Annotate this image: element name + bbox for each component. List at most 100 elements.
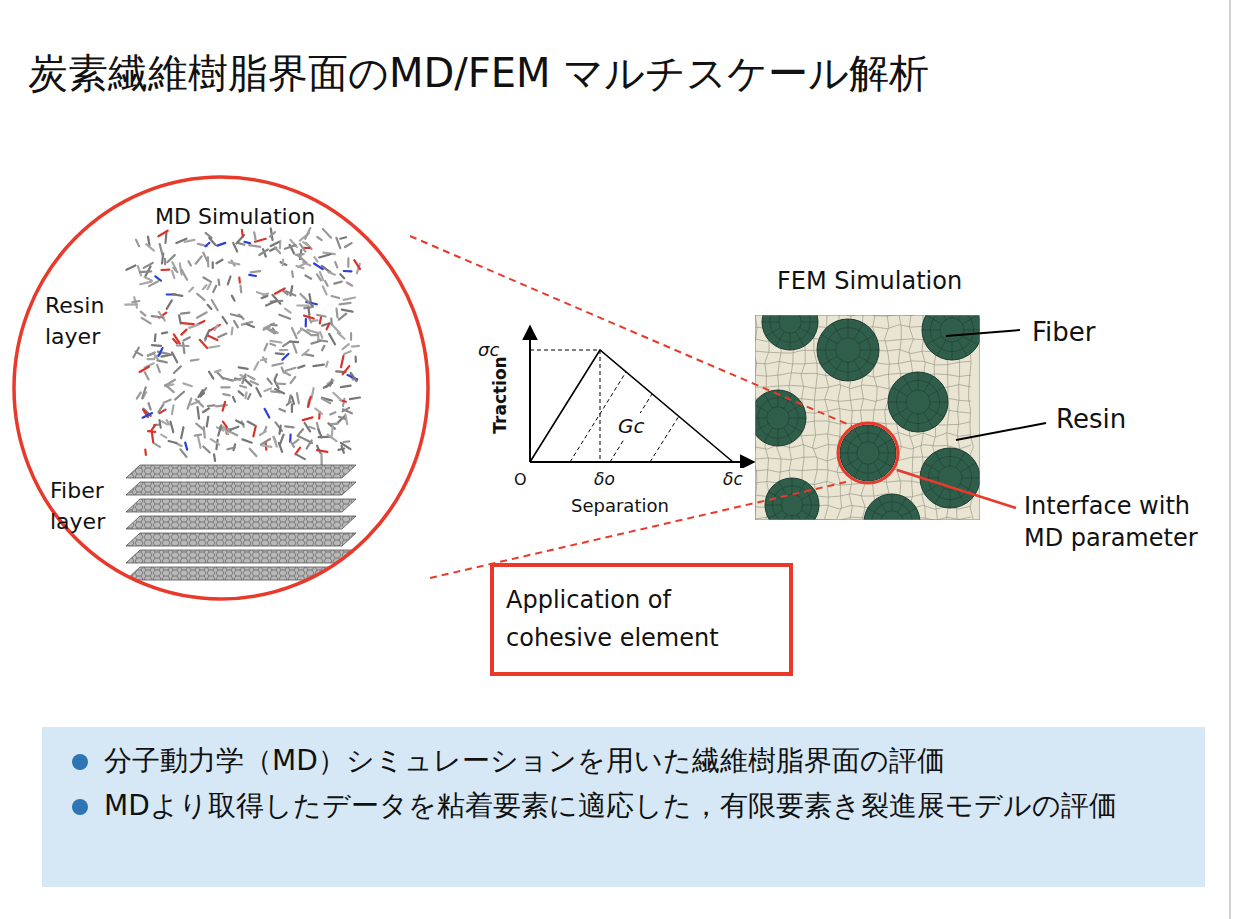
bond [341,386,351,387]
bond [265,388,271,391]
bond [142,318,151,324]
bond [298,255,306,262]
bond [338,333,345,339]
bond [260,431,266,435]
mesh-line [764,428,772,443]
callout-text: Application of cohesive element [506,581,777,658]
mesh-line [854,429,862,444]
mesh-line [764,394,772,409]
bond [228,448,235,450]
bond [291,271,294,277]
mesh-line [879,453,896,454]
bond [242,439,251,442]
bond [182,270,188,280]
mesh-line [803,505,819,506]
bond [160,244,163,255]
bond [216,405,227,406]
bond [311,334,318,336]
bond [148,353,154,355]
bond [292,397,294,404]
fiber-section [755,390,806,446]
mesh-line [878,498,886,513]
bond [198,436,201,448]
bond [125,303,137,305]
mesh-line [792,516,793,520]
mesh-line [926,315,942,324]
bond [143,413,153,418]
bond [317,237,321,240]
bond [216,260,222,264]
bond [297,393,299,403]
bond [275,289,285,294]
bond [162,421,168,424]
bond [188,261,191,265]
bond [196,399,203,406]
bond [328,272,335,275]
label: Separation [569,494,671,518]
bond [303,417,313,420]
bond [165,385,173,392]
mesh-line [937,315,946,320]
mesh-line [779,315,801,333]
fem-mesh [755,315,980,520]
bond [298,329,302,333]
bond [182,323,194,324]
bond [344,351,351,354]
graphene-sheet [126,499,356,512]
mesh-line [767,407,789,429]
mesh-line [940,318,964,342]
bond [271,242,279,246]
node-text: MD Simulation [155,202,315,233]
bond [325,281,328,286]
node-text: FEM Simulation [777,265,962,299]
bond [283,291,287,295]
mesh-line [868,508,883,516]
fiber-section [920,448,980,508]
fiber-section [922,315,980,360]
bond [174,366,181,373]
md-molecules [125,228,360,580]
bond [208,404,215,407]
bond [322,399,330,404]
bond [327,324,330,330]
bond [314,257,317,261]
bond [223,394,230,395]
bond [262,445,271,447]
bond [302,350,308,355]
mesh-line [918,372,919,390]
fiber-section [864,494,920,520]
mesh-line [958,340,967,356]
bond [300,294,308,302]
bond [303,242,308,245]
bond [145,372,149,379]
bond [173,268,177,272]
mesh-line [859,335,875,344]
bond [230,427,238,430]
mesh-line [821,356,837,365]
bond [217,372,223,379]
bond [146,244,154,251]
bond [257,292,264,294]
mesh-line [769,510,783,518]
mesh-line [778,429,779,446]
fiber-section [762,315,818,350]
mesh-line [881,511,903,520]
mesh-line [950,448,951,466]
bond [164,259,166,264]
mesh-line [874,463,882,478]
interface-highlight [838,423,898,483]
bond [200,340,207,348]
bond [273,437,277,447]
bond [248,376,255,380]
fiber-section [817,319,879,381]
bond [280,426,281,434]
bond [253,426,255,436]
bond [249,275,256,276]
bond [354,260,360,269]
bond [308,306,309,315]
bond [239,367,248,369]
bond [133,348,138,358]
mesh-line [924,412,933,428]
mesh-line [790,333,791,350]
